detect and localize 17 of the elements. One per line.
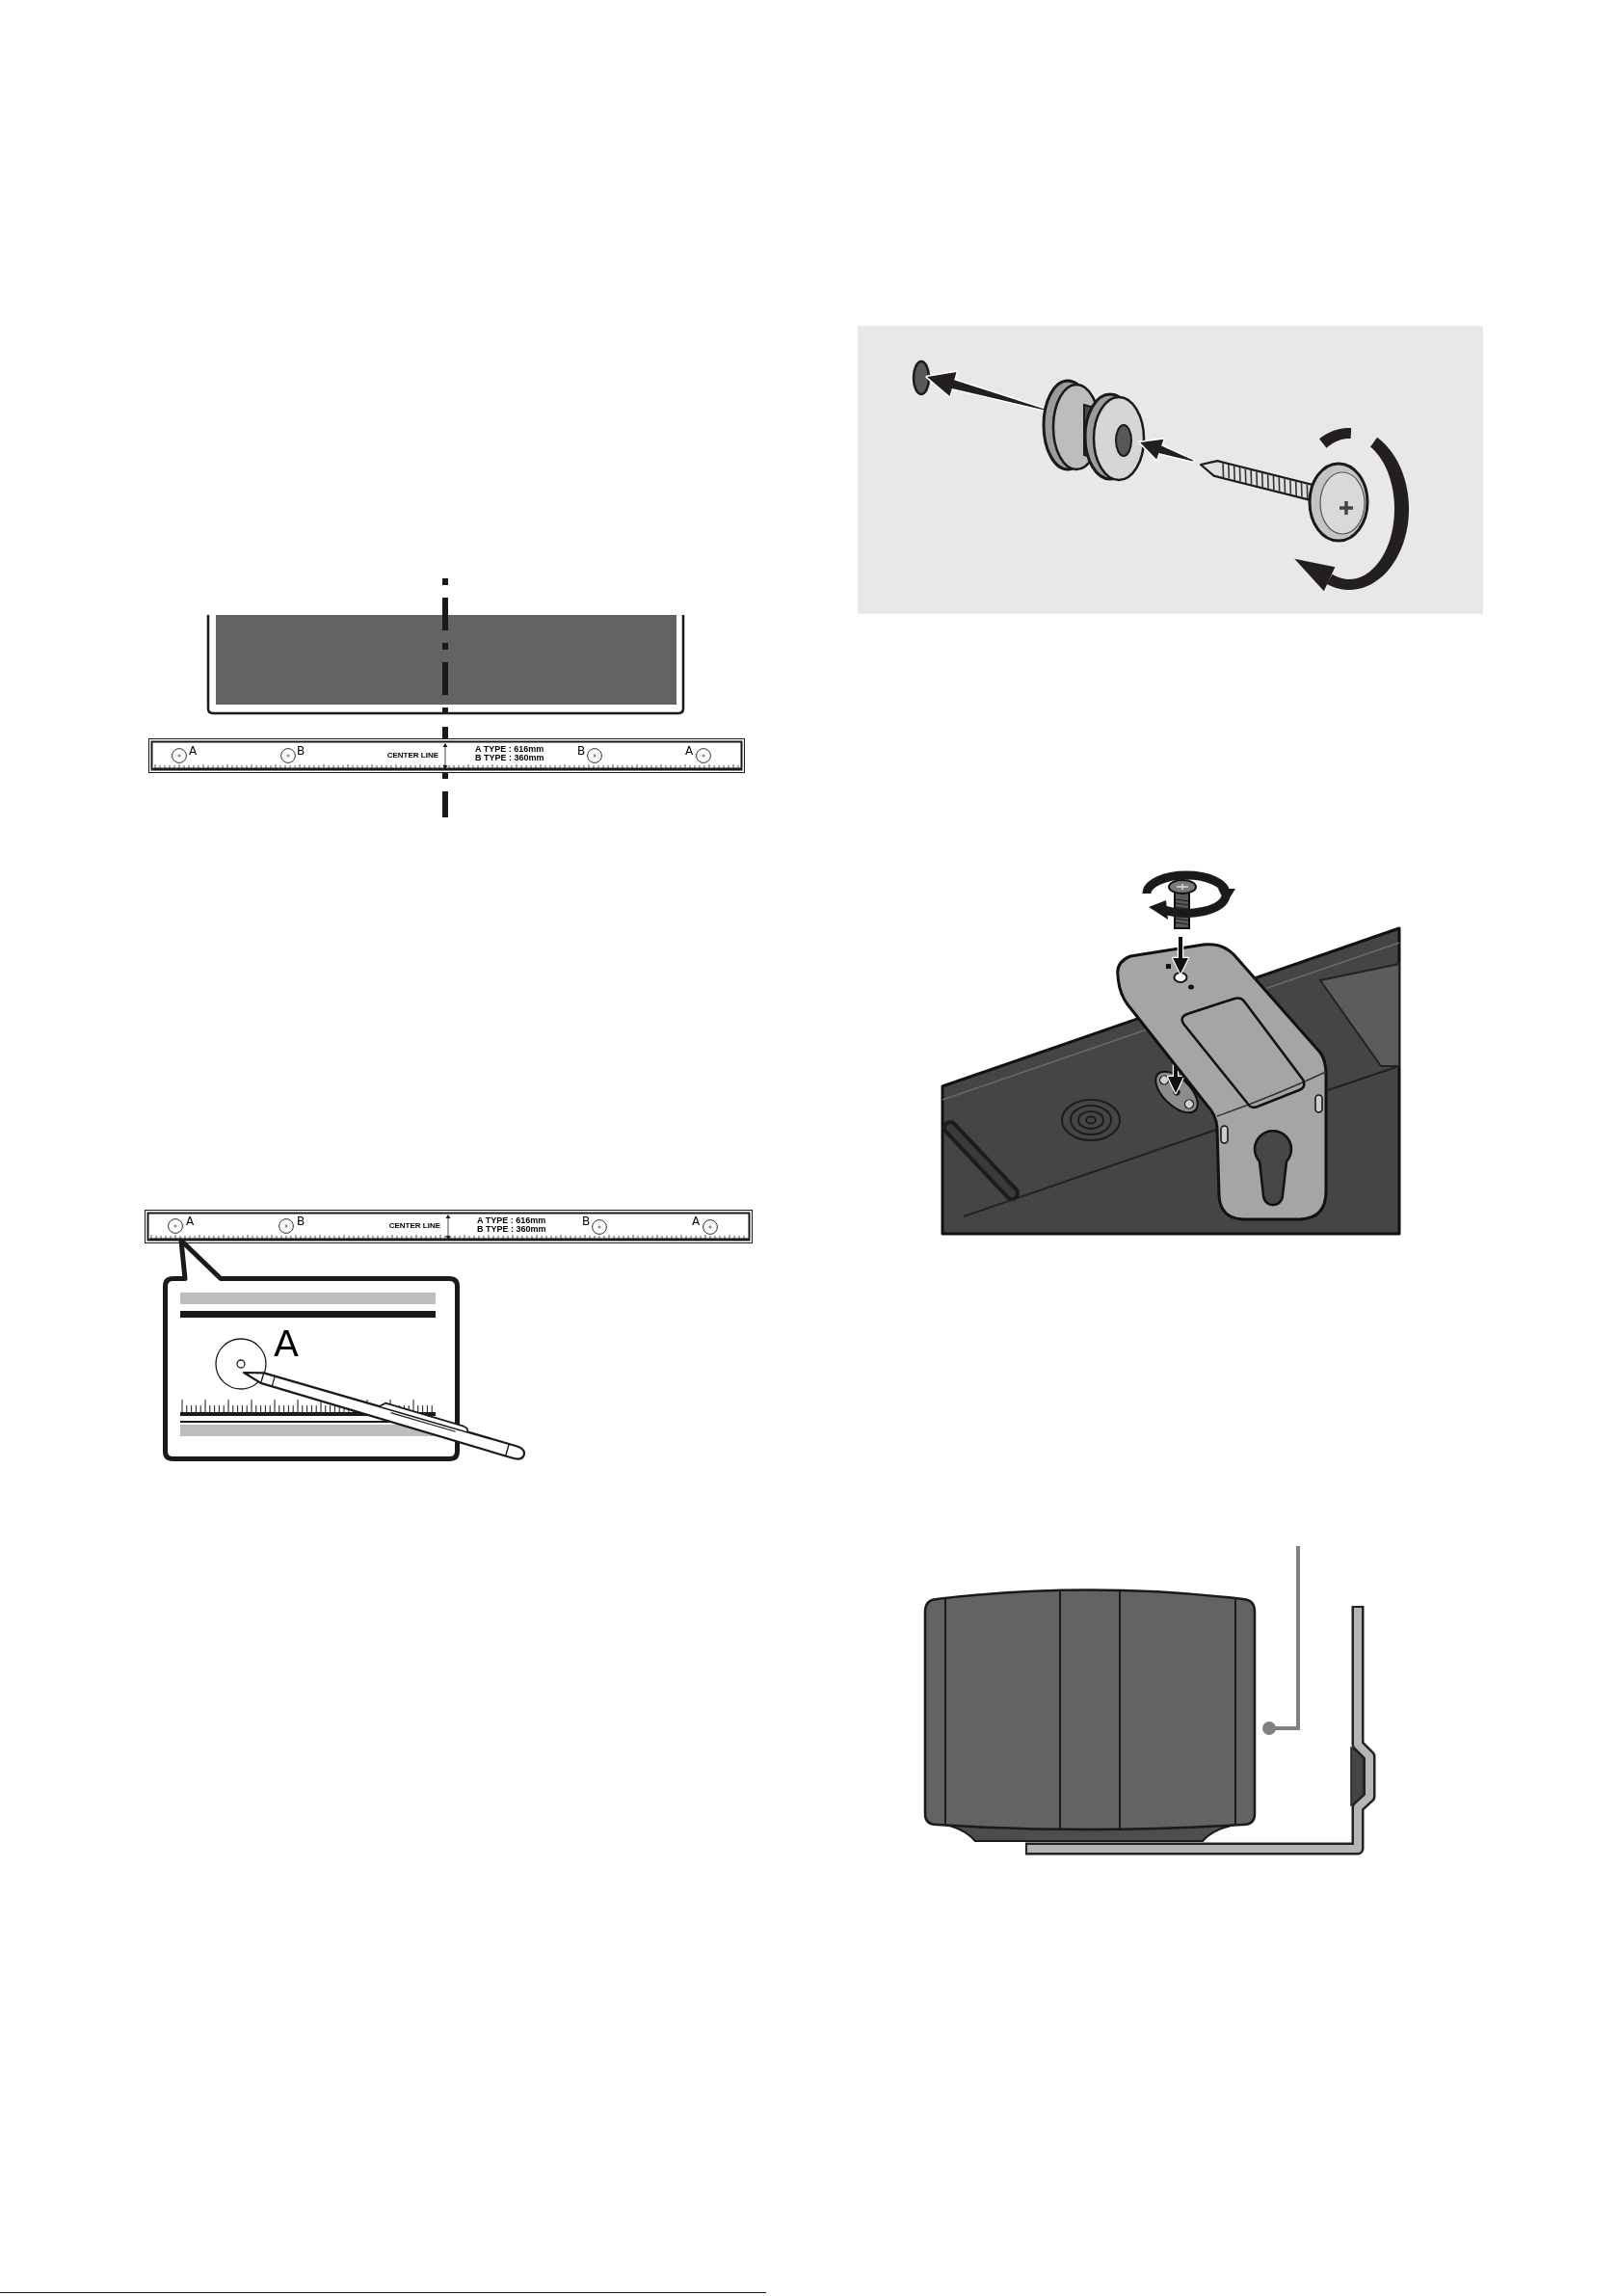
letter-label: A <box>189 744 198 757</box>
letter-label: A <box>186 1215 195 1227</box>
template-strip <box>145 1210 753 1243</box>
letter-label: B <box>297 744 305 757</box>
letter-label: B <box>297 1215 305 1227</box>
letter-label: B <box>577 744 586 757</box>
spacing-note: A TYPE : 616mm <box>477 1215 546 1225</box>
template-strip <box>148 738 745 773</box>
letter-label: A <box>692 1215 701 1227</box>
center-line-label: CENTER LINE <box>388 1221 440 1230</box>
letter-label: B <box>582 1215 591 1227</box>
spacing-note: A TYPE : 616mm <box>475 745 544 754</box>
spacing-note: B TYPE : 360mm <box>477 1224 546 1234</box>
letter-label: A <box>274 1325 299 1362</box>
spacing-note: B TYPE : 360mm <box>475 754 544 762</box>
letter-label: A <box>685 744 694 757</box>
center-line-label: CENTER LINE <box>386 751 438 760</box>
